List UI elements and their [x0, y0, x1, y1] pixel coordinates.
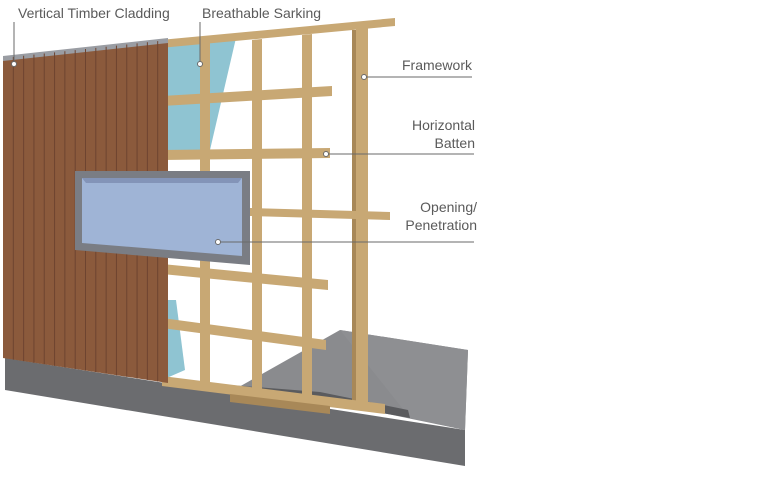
label-horizontal-batten-line2: Batten: [434, 135, 475, 151]
label-vertical-timber-cladding: Vertical Timber Cladding: [18, 5, 170, 21]
label-opening-line2: Penetration: [405, 217, 477, 233]
leader-lines: [13, 22, 474, 243]
window-glass: [82, 178, 242, 256]
label-framework: Framework: [401, 57, 472, 73]
window-inner-shade: [82, 178, 242, 183]
dot-opening: [215, 239, 221, 245]
timber-framework: [160, 18, 395, 414]
label-opening-line1: Opening/: [420, 199, 477, 215]
leader-dots: [11, 61, 367, 245]
label-breathable-sarking: Breathable Sarking: [202, 5, 322, 21]
batten-1: [162, 86, 332, 106]
bottom-plate-face: [230, 394, 330, 414]
batten-2: [162, 148, 330, 160]
batten-3: [250, 208, 390, 220]
ground-front-face: [5, 358, 465, 466]
top-plate: [160, 18, 395, 48]
window-opening: [75, 171, 250, 265]
batten-4: [162, 264, 328, 290]
dot-cladding: [11, 61, 17, 67]
bottom-plate: [162, 376, 385, 414]
dot-framework: [361, 74, 367, 80]
dot-batten: [323, 151, 329, 157]
label-horizontal-batten-line1: Horizontal: [411, 117, 475, 133]
dot-sarking: [197, 61, 203, 67]
batten-5: [162, 318, 326, 350]
ground-side-face: [340, 330, 468, 430]
